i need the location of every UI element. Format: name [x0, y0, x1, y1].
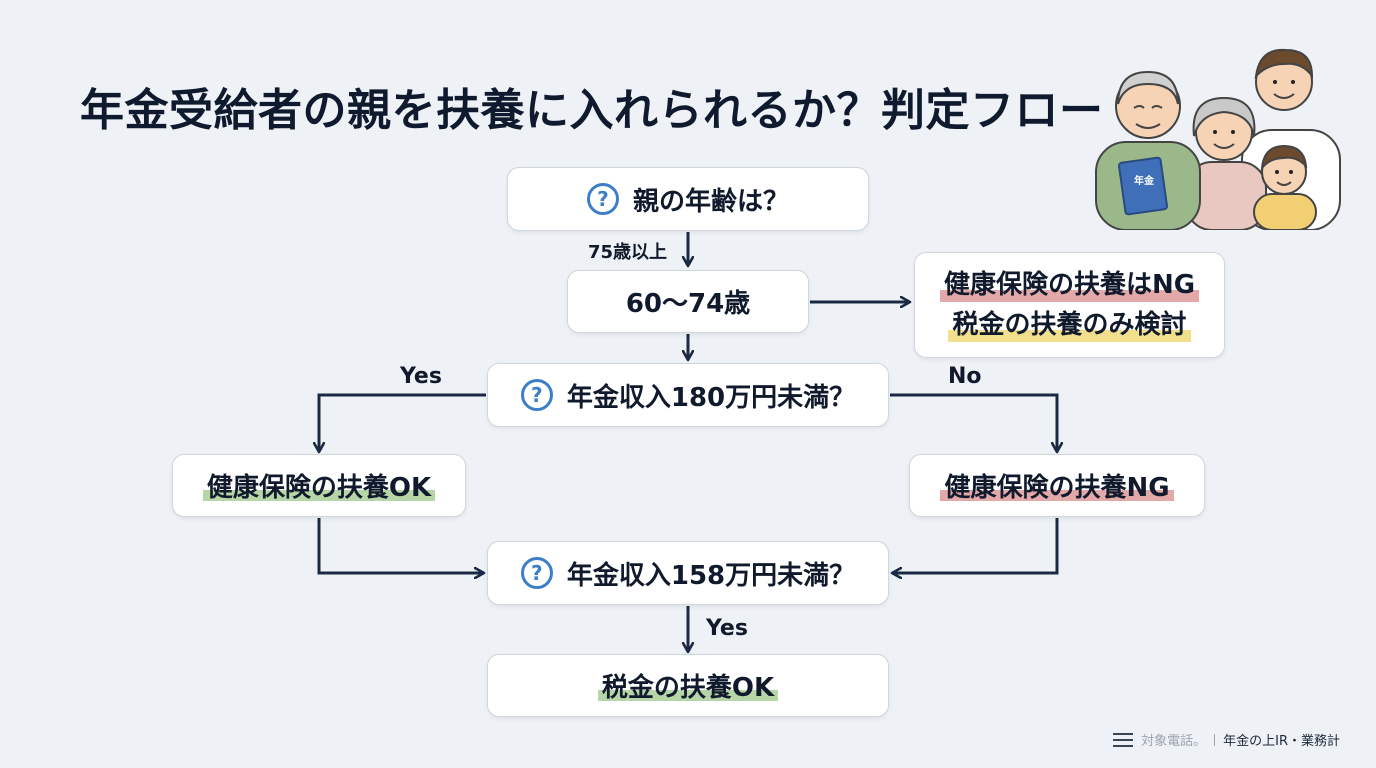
- question-icon: ?: [586, 183, 619, 215]
- node-age-60-74-label: 60〜74歳: [625, 289, 751, 319]
- node-health-ok: 健康保険の扶養OK: [172, 454, 466, 517]
- family-illustration: 年金: [1095, 48, 1341, 230]
- footer: 対象電話。 年金の上IR・業務計: [1113, 730, 1340, 749]
- node-ng-line1: 健康保険の扶養はNG: [939, 265, 1200, 305]
- grandfather-figure: 年金: [1095, 70, 1201, 230]
- arrow-health-ok-to-income158: [317, 518, 484, 573]
- node-health-ng: 健康保険の扶養NG: [909, 454, 1205, 517]
- arrow-no-to-health-ng: [890, 393, 1057, 452]
- node-health-ok-label: 健康保険の扶養OK: [202, 467, 436, 504]
- node-tax-ok-label: 税金の扶養OK: [597, 667, 779, 704]
- question-icon: ?: [520, 379, 553, 411]
- node-age-question: ? 親の年齢は？: [507, 167, 869, 231]
- node-income-158: ? 年金収入158万円未満？: [487, 541, 889, 605]
- pension-book-label: 年金: [1134, 174, 1155, 187]
- node-ng-line2: 税金の扶養のみ検討: [948, 305, 1191, 345]
- node-income-180: ? 年金収入180万円未満？: [487, 363, 889, 427]
- node-age-60-74: 60〜74歳: [567, 270, 809, 333]
- page-title: 年金受給者の親を扶養に入れられるか？判定フロー: [80, 85, 1104, 136]
- arrow-yes-to-health-ok: [319, 393, 486, 452]
- footer-right-text: 年金の上IR・業務計: [1223, 734, 1340, 749]
- arrow-health-ng-to-income158: [892, 518, 1059, 573]
- edge-label-75-plus: 75歳以上: [588, 242, 668, 263]
- child-figure: [1253, 144, 1317, 230]
- grandmother-figure: [1185, 96, 1267, 230]
- question-icon: ?: [520, 557, 553, 589]
- edge-label-no-right: No: [948, 364, 982, 389]
- node-age-question-label: 親の年齢は？: [632, 186, 789, 217]
- edge-label-yes-bottom: Yes: [706, 616, 748, 641]
- node-tax-ok: 税金の扶養OK: [487, 654, 889, 717]
- node-health-ng-tax-only: 健康保険の扶養はNG 税金の扶養のみ検討: [914, 252, 1225, 358]
- node-health-ng-label: 健康保険の扶養NG: [940, 467, 1174, 504]
- node-income-180-label: 年金収入180万円未満？: [566, 382, 856, 413]
- footer-divider: [1214, 733, 1216, 746]
- footer-left-text: 対象電話。: [1141, 734, 1207, 749]
- edge-label-yes-left: Yes: [400, 364, 442, 389]
- node-income-158-label: 年金収入158万円未満？: [566, 560, 856, 591]
- menu-icon: [1113, 732, 1134, 747]
